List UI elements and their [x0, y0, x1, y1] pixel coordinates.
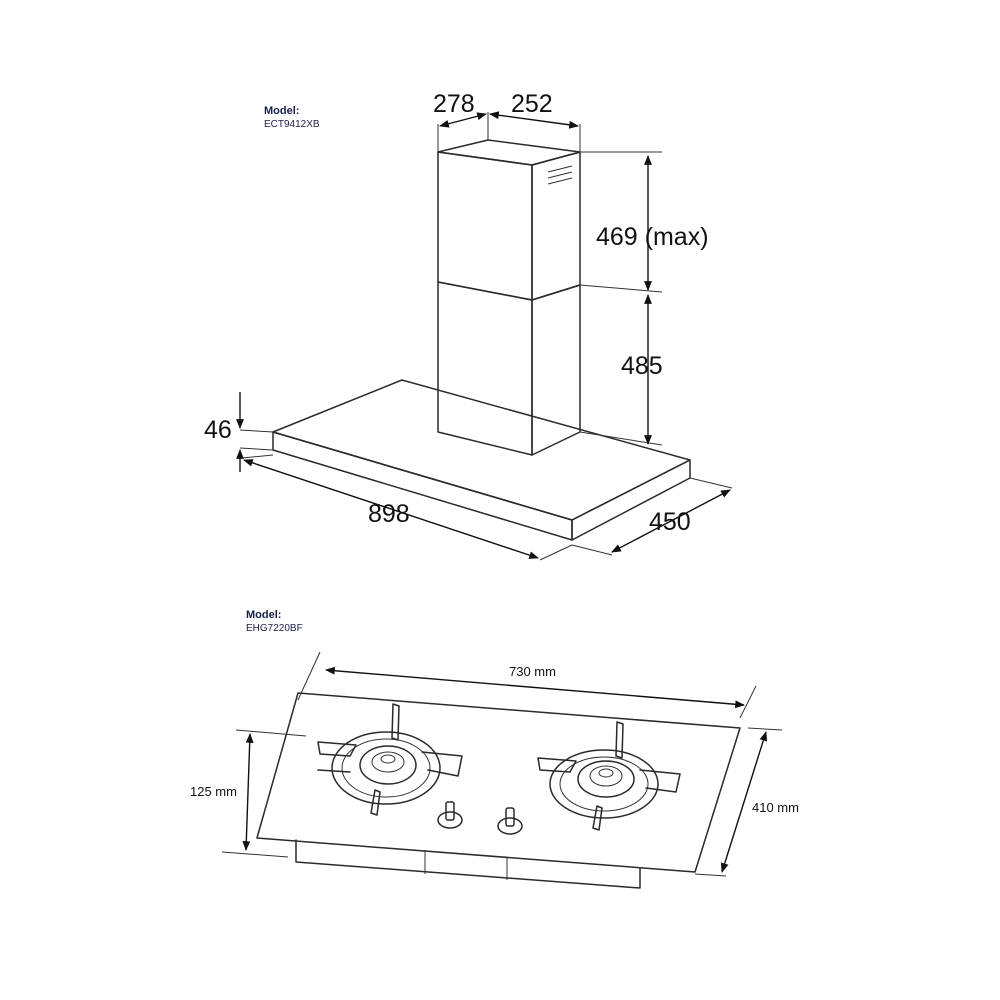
chimney-lower-side: [531, 284, 581, 456]
left-burner-icon: [317, 703, 463, 816]
vent-slots-icon: [547, 165, 573, 185]
dim-chimney-width: [439, 112, 487, 128]
hood-model-label: Model:: [264, 105, 299, 117]
dim-hob-depth: [720, 731, 768, 873]
hob-model-label: Model:: [246, 609, 281, 621]
label-hob-height: 125 mm: [190, 784, 237, 799]
hob-body: [295, 839, 641, 889]
label-hob-width: 730 mm: [509, 664, 556, 679]
label-chimney-width: 278: [433, 90, 475, 118]
chimney-top: [437, 139, 581, 166]
hood-model-value: ECT9412XB: [264, 119, 320, 130]
label-hood-width: 898: [368, 500, 410, 528]
label-hob-depth: 410 mm: [752, 800, 799, 815]
label-hood-depth: 450: [649, 508, 691, 536]
dim-hob-height: [242, 733, 254, 851]
label-lower-height: 485: [621, 352, 663, 380]
chimney-upper-side: [531, 151, 581, 301]
chimney-upper-front: [437, 151, 533, 301]
label-chimney-depth: 252: [511, 90, 553, 118]
dim-hob-width: [325, 666, 745, 709]
right-knob-icon: [497, 807, 523, 835]
label-upper-height: 469 (max): [596, 223, 709, 251]
dim-chimney-depth: [489, 111, 579, 129]
right-burner-icon: [537, 721, 681, 831]
dim-hood-depth: [611, 489, 731, 553]
range-hood-drawing: 278 252 469 (max) 485 46 898 450 Model: …: [204, 90, 733, 561]
hob-glass-top: [256, 692, 741, 873]
dim-hood-width: [243, 459, 539, 559]
hob-model-value: EHG7220BF: [246, 623, 303, 634]
gas-hob-drawing: 730 mm 125 mm 410 mm Model: EHG7220BF: [190, 609, 799, 889]
label-canopy-thickness: 46: [204, 416, 232, 444]
canopy-front: [272, 431, 573, 541]
left-knob-icon: [437, 801, 463, 829]
chimney-lower-front: [437, 281, 533, 456]
